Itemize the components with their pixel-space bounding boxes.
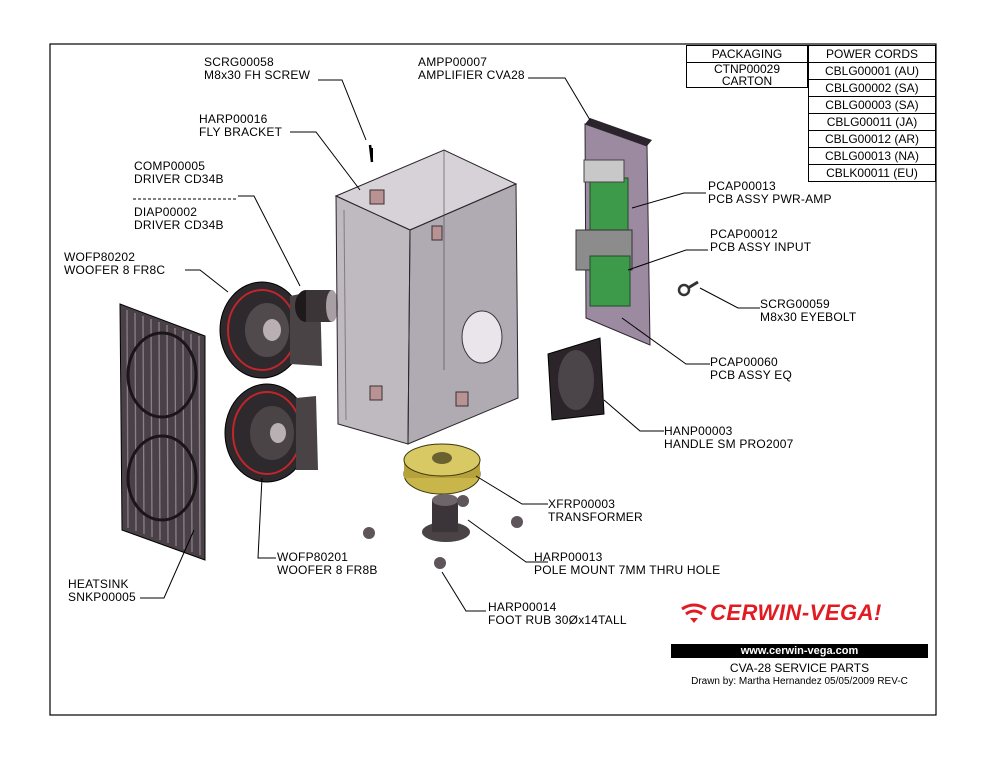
transformer <box>403 443 481 495</box>
part-number: SCRG00059 <box>760 297 830 311</box>
part-number: PCAP00013 <box>708 179 776 193</box>
part-number: HARP00013 <box>534 550 603 564</box>
power-cords-table: POWER CORDS CBLG00001 (AU) CBLG00002 (SA… <box>808 45 936 182</box>
part-description: FOOT RUB 30Øx14TALL <box>488 613 627 627</box>
part-description: DRIVER CD34B <box>134 172 224 186</box>
part-number: DIAP00002 <box>134 205 198 219</box>
power-cords-header: POWER CORDS <box>808 45 936 63</box>
part-number: PCAP00012 <box>710 227 778 241</box>
speaker-logo-icon <box>681 603 707 623</box>
part-description: SNKP00005 <box>68 590 136 604</box>
part-number: WOFP80202 <box>64 250 136 264</box>
website-url: www.cerwin-vega.com <box>671 644 928 658</box>
power-cord-row: CBLG00003 (SA) <box>808 96 936 114</box>
brand-logo-text: CERWIN-VEGA! <box>710 600 882 625</box>
part-description: TRANSFORMER <box>548 510 643 524</box>
document-title: CVA-28 SERVICE PARTS <box>729 661 870 675</box>
part-description: FLY BRACKET <box>199 125 283 139</box>
part-description: WOOFER 8 FR8C <box>64 263 166 277</box>
cabinet-enclosure <box>334 148 519 445</box>
part-description: PCB ASSY PWR-AMP <box>708 192 832 206</box>
pole-mount <box>422 494 470 542</box>
part-description: PCB ASSY INPUT <box>710 240 812 254</box>
power-cord-row: CBLG00001 (AU) <box>808 62 936 80</box>
part-number: SCRG00058 <box>204 55 274 69</box>
part-description: AMPLIFIER CVA28 <box>418 68 525 82</box>
driver-cd34b <box>295 290 338 322</box>
power-cord-row: CBLG00011 (JA) <box>808 113 936 131</box>
drawn-by-text: Drawn by: Martha Hernandez 05/05/2009 RE… <box>691 676 908 687</box>
part-description: M8x30 FH SCREW <box>204 68 311 82</box>
part-description: WOOFER 8 FR8B <box>277 563 378 577</box>
packaging-desc: CARTON <box>686 75 808 88</box>
packaging-table: PACKAGING CTNP00029 CARTON <box>686 45 808 88</box>
packaging-part: CTNP00029 <box>686 62 808 75</box>
part-number: HEATSINK <box>68 577 129 591</box>
packaging-header: PACKAGING <box>686 45 808 63</box>
handle-sm-pro2007 <box>547 337 605 421</box>
part-number: AMPP00007 <box>418 55 488 69</box>
fh-screw <box>368 144 374 163</box>
sheet-border <box>49 43 937 716</box>
part-number: PCAP00060 <box>710 355 778 369</box>
part-number: XFRP00003 <box>548 497 616 511</box>
power-cord-row: CBLK00011 (EU) <box>808 164 936 182</box>
woofer-8-fr8b <box>224 383 318 483</box>
power-cord-row: CBLG00013 (NA) <box>808 147 936 165</box>
part-number: WOFP80201 <box>277 550 349 564</box>
part-description: PCB ASSY EQ <box>710 368 793 382</box>
part-number: HARP00014 <box>488 600 557 614</box>
part-description: POLE MOUNT 7MM THRU HOLE <box>534 563 721 577</box>
amplifier-cva28 <box>575 118 652 346</box>
heatsink-grille <box>119 303 206 561</box>
part-description: DRIVER CD34B <box>134 218 224 232</box>
rubber-feet <box>363 495 523 569</box>
part-number: HANP00003 <box>664 424 733 438</box>
part-number: HARP00016 <box>199 112 268 126</box>
power-cord-row: CBLG00002 (SA) <box>808 79 936 97</box>
eyebolt <box>677 280 699 297</box>
power-cord-row: CBLG00012 (AR) <box>808 130 936 148</box>
leader-lines <box>133 77 760 612</box>
part-description: HANDLE SM PRO2007 <box>664 437 794 451</box>
part-description: M8x30 EYEBOLT <box>760 310 857 324</box>
part-number: COMP00005 <box>134 159 206 173</box>
